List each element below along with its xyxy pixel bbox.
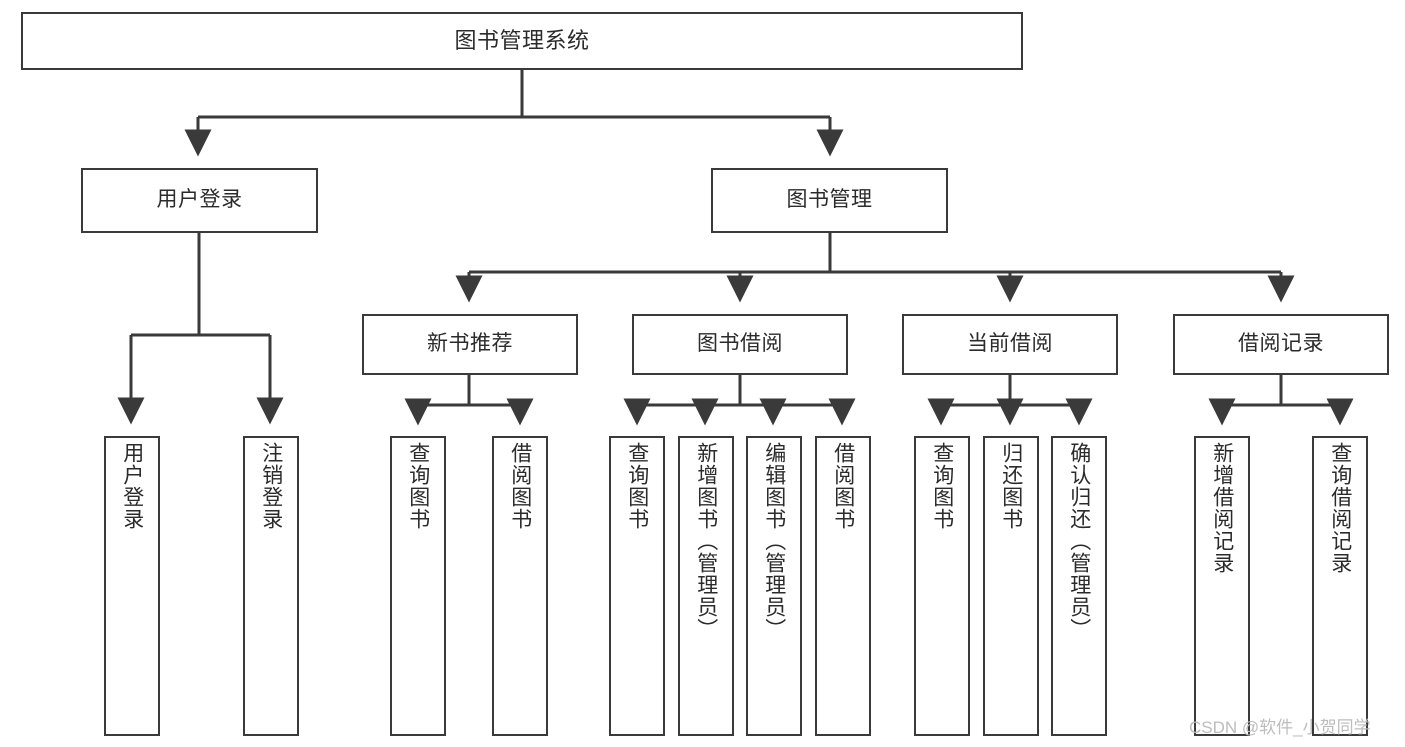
node-label: 图书管理 <box>786 188 873 212</box>
leaf-add-borrow-record[interactable]: 新增借阅记录 <box>1194 436 1250 736</box>
node-new-book-recommend[interactable]: 新书推荐 <box>362 314 578 375</box>
node-label: 归还图书 <box>999 442 1023 530</box>
node-label: 用户登录 <box>156 188 243 212</box>
leaf-borrow-book-borrow[interactable]: 借阅图书 <box>815 436 871 736</box>
node-current-borrow[interactable]: 当前借阅 <box>902 314 1118 375</box>
leaf-borrow-book-recommend[interactable]: 借阅图书 <box>492 436 548 736</box>
leaf-logout-login[interactable]: 注销登录 <box>243 436 299 736</box>
node-label: 当前借阅 <box>967 332 1053 356</box>
leaf-query-book-recommend[interactable]: 查询图书 <box>390 436 446 736</box>
leaf-query-borrow-record[interactable]: 查询借阅记录 <box>1312 436 1368 736</box>
node-label: 新增图书（管理员） <box>694 442 718 640</box>
node-label: 借阅图书 <box>831 442 855 530</box>
node-label: 图书管理系统 <box>454 28 590 54</box>
leaf-edit-book-admin[interactable]: 编辑图书（管理员） <box>746 436 802 736</box>
node-label: 借阅图书 <box>508 442 532 530</box>
node-label: 查询图书 <box>930 442 954 530</box>
node-label: 确认归还（管理员） <box>1067 442 1091 640</box>
node-label: 借阅记录 <box>1238 332 1324 356</box>
node-root-system[interactable]: 图书管理系统 <box>21 12 1023 70</box>
leaf-add-book-admin[interactable]: 新增图书（管理员） <box>678 436 734 736</box>
leaf-query-book-current[interactable]: 查询图书 <box>914 436 970 736</box>
csdn-watermark: CSDN @软件_小贺同学 <box>1189 718 1371 737</box>
node-label: 注销登录 <box>259 442 283 530</box>
node-user-login[interactable]: 用户登录 <box>81 168 318 233</box>
node-borrow-record[interactable]: 借阅记录 <box>1173 314 1389 375</box>
node-label: 编辑图书（管理员） <box>762 442 786 640</box>
node-label: 新增借阅记录 <box>1210 442 1234 574</box>
node-book-manage[interactable]: 图书管理 <box>711 168 948 233</box>
leaf-user-login[interactable]: 用户登录 <box>104 436 160 736</box>
node-label: 查询图书 <box>625 442 649 530</box>
node-book-borrow[interactable]: 图书借阅 <box>632 314 848 375</box>
leaf-confirm-return-admin[interactable]: 确认归还（管理员） <box>1051 436 1107 736</box>
node-label: 查询图书 <box>406 442 430 530</box>
node-label: 用户登录 <box>120 442 144 530</box>
node-label: 新书推荐 <box>427 332 513 356</box>
node-label: 图书借阅 <box>697 332 783 356</box>
leaf-query-book-borrow[interactable]: 查询图书 <box>609 436 665 736</box>
node-label: 查询借阅记录 <box>1328 442 1352 574</box>
leaf-return-book[interactable]: 归还图书 <box>983 436 1039 736</box>
